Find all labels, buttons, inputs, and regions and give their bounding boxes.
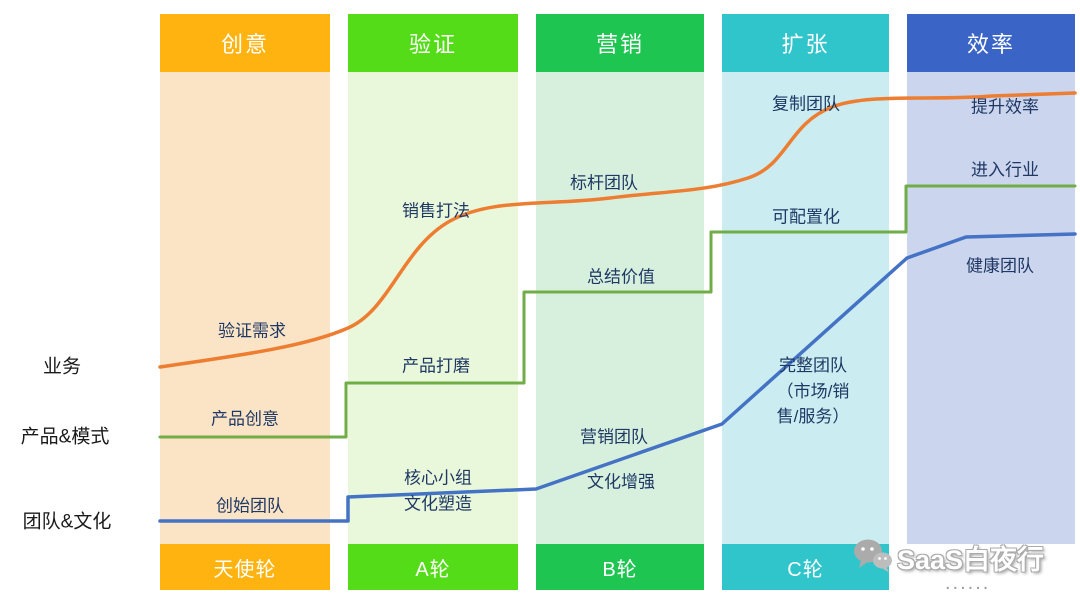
annotation-culture-strengthen: 文化增强: [587, 472, 655, 492]
watermark: SaaS白夜行 ......: [849, 535, 1080, 597]
stage-footer-angel-round: 天使轮: [160, 544, 330, 590]
annotation-boost-efficiency: 提升效率: [971, 97, 1039, 117]
stage-header-expansion: 扩张: [722, 14, 889, 72]
watermark-dots: ......: [945, 572, 991, 594]
stage-header-efficiency: 效率: [907, 14, 1075, 72]
annotation-founding-team: 创始团队: [216, 496, 284, 516]
stage-body-efficiency: [907, 72, 1075, 544]
stage-header-validate: 验证: [348, 14, 518, 72]
stage-body-idea: [160, 72, 330, 544]
annotation-healthy-team: 健康团队: [966, 256, 1034, 276]
watermark-brand: SaaS白夜行: [897, 545, 1045, 575]
annotation-summarize-value: 总结价值: [587, 267, 655, 287]
annotation-core-group-culture: 核心小组 文化塑造: [404, 468, 472, 514]
annotation-benchmark-team: 标杆团队: [570, 173, 638, 193]
stage-body-expansion: [722, 72, 889, 544]
stage-footer-b-round: B轮: [536, 544, 704, 590]
annotation-product-idea: 产品创意: [211, 409, 279, 429]
annotation-replicate-team: 复制团队: [772, 94, 840, 114]
stage-header-idea: 创意: [160, 14, 330, 72]
annotation-product-polish: 产品打磨: [402, 356, 470, 376]
axis-label-product-model: 产品&模式: [20, 426, 110, 448]
annotation-marketing-team: 营销团队: [580, 427, 648, 447]
annotation-configurable: 可配置化: [772, 207, 840, 227]
annotation-sales-playbook: 销售打法: [402, 201, 470, 221]
annotation-validate-demand: 验证需求: [218, 321, 286, 341]
annotation-enter-industry: 进入行业: [971, 160, 1039, 180]
stage-footer-a-round: A轮: [348, 544, 518, 590]
stage-header-marketing: 营销: [536, 14, 704, 72]
wechat-icon: [854, 539, 892, 573]
annotation-complete-team: 完整团队 （市场/销 售/服务）: [776, 355, 850, 426]
axis-label-team-culture: 团队&文化: [22, 511, 112, 533]
axis-label-business: 业务: [42, 356, 82, 378]
